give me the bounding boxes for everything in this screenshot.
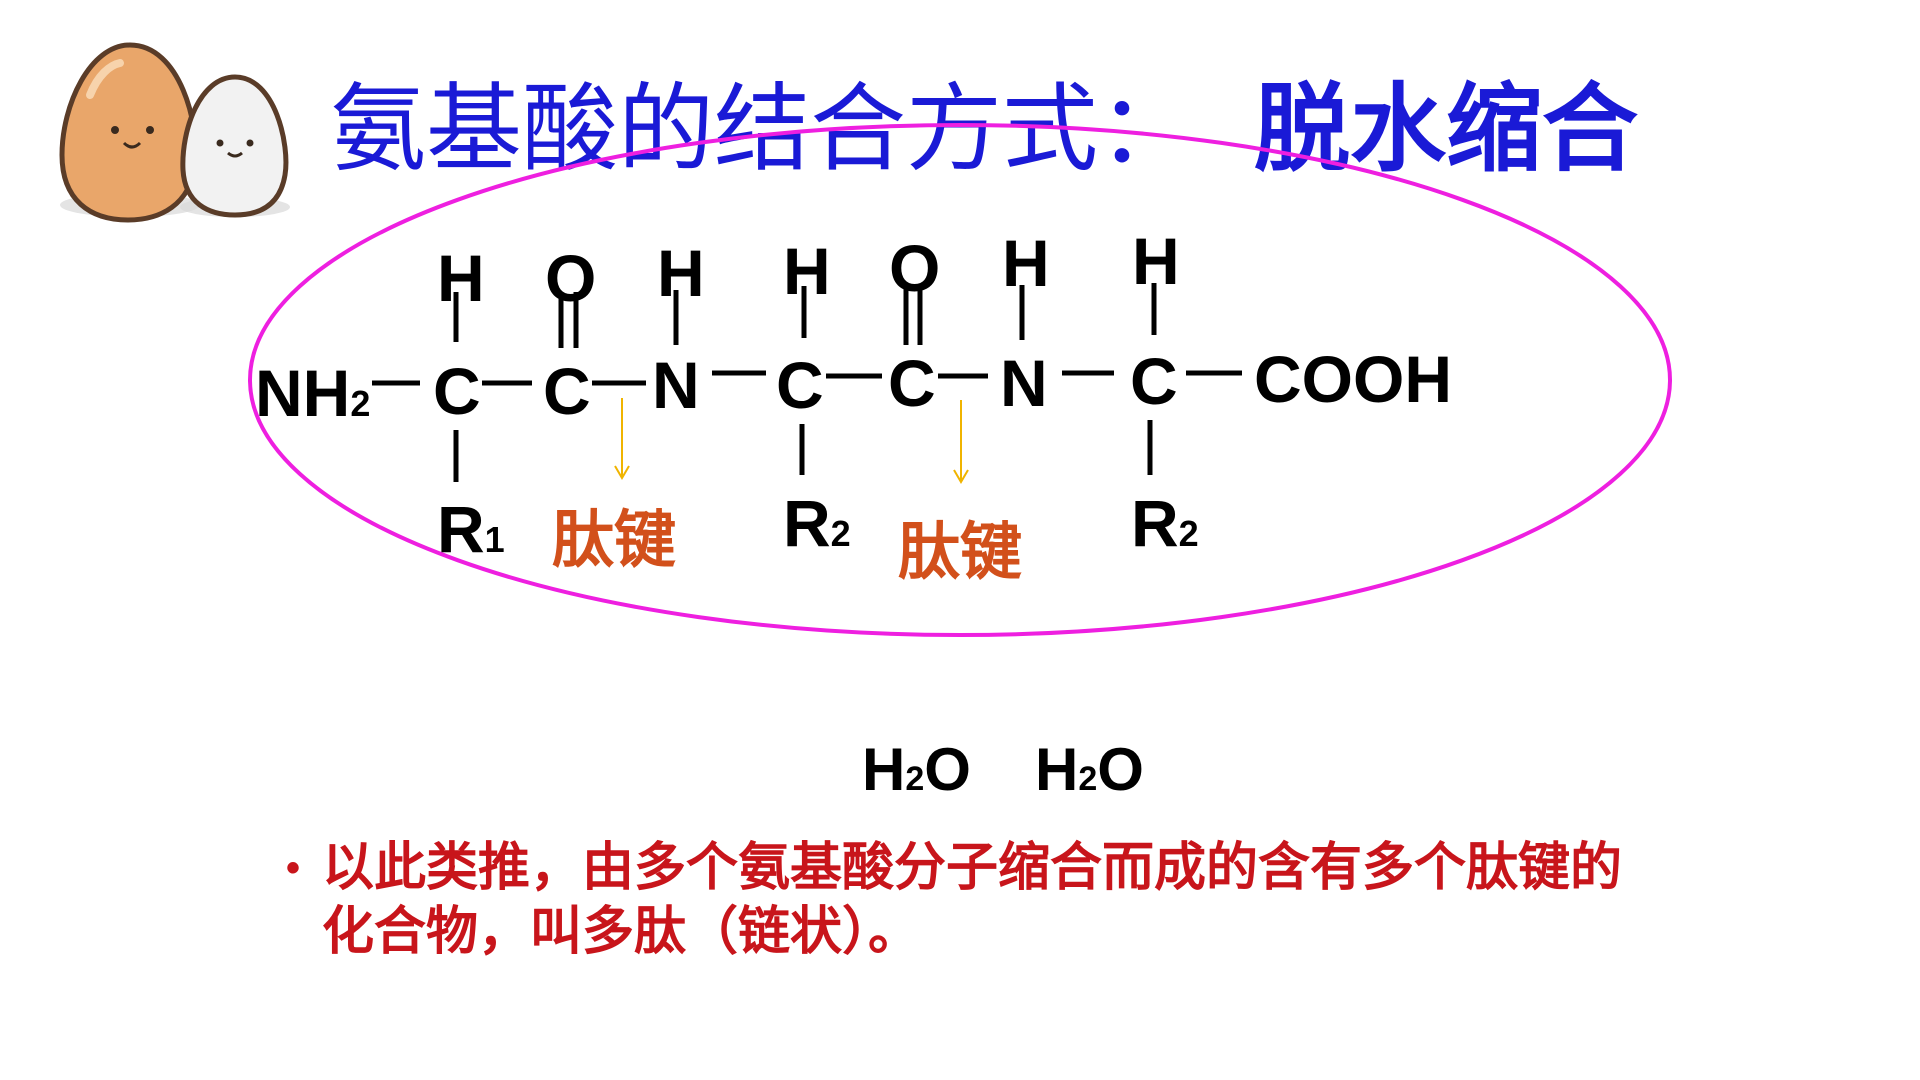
- egg-mascots-image: [59, 42, 290, 223]
- atom-h-3: H: [783, 234, 831, 308]
- atom-c-2: C: [543, 354, 591, 428]
- arrow-peptide-1-head: [614, 465, 630, 480]
- arrow-peptide-2-head: [953, 469, 969, 484]
- water-2-sub: 2: [1078, 760, 1098, 798]
- amino-group-sub: 2: [350, 383, 371, 424]
- highlight-ellipse: [248, 123, 1672, 637]
- atom-n-1: N: [652, 348, 700, 422]
- title-emphasis: 脱水缩合: [1254, 76, 1638, 183]
- r-group-2-sub: 2: [830, 513, 851, 554]
- note-text: 以此类推，由多个氨基酸分子缩合而成的含有多个肽键的化合物，叫多肽（链状）。: [322, 839, 1623, 961]
- explanation-note: • 以此类推，由多个氨基酸分子缩合而成的含有多个肽键的化合物，叫多肽（链状）。: [286, 836, 1652, 964]
- atom-o-2: O: [889, 231, 941, 305]
- water-2-main: H: [1035, 736, 1079, 803]
- amino-group-main: NH: [255, 356, 351, 430]
- r-group-2-main: R: [783, 486, 831, 560]
- amino-group: NH2: [255, 360, 370, 426]
- atom-c-4: C: [888, 346, 936, 420]
- water-1-main: H: [862, 736, 906, 803]
- r-group-3-sub: 2: [1178, 513, 1199, 554]
- atom-c-3: C: [776, 348, 824, 422]
- r-group-1: R1: [437, 496, 505, 562]
- water-1-sub: 2: [905, 760, 925, 798]
- page-title: 氨基酸的结合方式： 脱水缩合: [330, 70, 1638, 190]
- r-group-3-main: R: [1131, 486, 1179, 560]
- r-group-1-sub: 1: [484, 519, 505, 560]
- r-group-3: R2: [1131, 490, 1199, 556]
- bullet-marker: •: [286, 846, 301, 890]
- atom-n-2: N: [1000, 346, 1048, 420]
- peptide-bond-label-2: 肽键: [898, 518, 1023, 587]
- water-2-end: O: [1097, 736, 1144, 803]
- title-prefix: 氨基酸的结合方式：: [330, 76, 1194, 183]
- atom-c-5: C: [1130, 344, 1178, 418]
- atom-h-5: H: [1132, 224, 1180, 298]
- r-group-1-main: R: [437, 492, 485, 566]
- peptide-bond-label-1: 肽键: [552, 506, 677, 575]
- atom-c-1: C: [433, 354, 481, 428]
- atom-h-1: H: [437, 241, 485, 315]
- r-group-2: R2: [783, 490, 851, 556]
- water-molecule-1: H2O: [862, 740, 971, 800]
- water-molecule-2: H2O: [1035, 740, 1144, 800]
- atom-h-2: H: [657, 236, 705, 310]
- atom-h-4: H: [1002, 226, 1050, 300]
- water-1-end: O: [924, 736, 971, 803]
- carboxyl-group: COOH: [1254, 342, 1452, 416]
- atom-o-1: O: [545, 241, 597, 315]
